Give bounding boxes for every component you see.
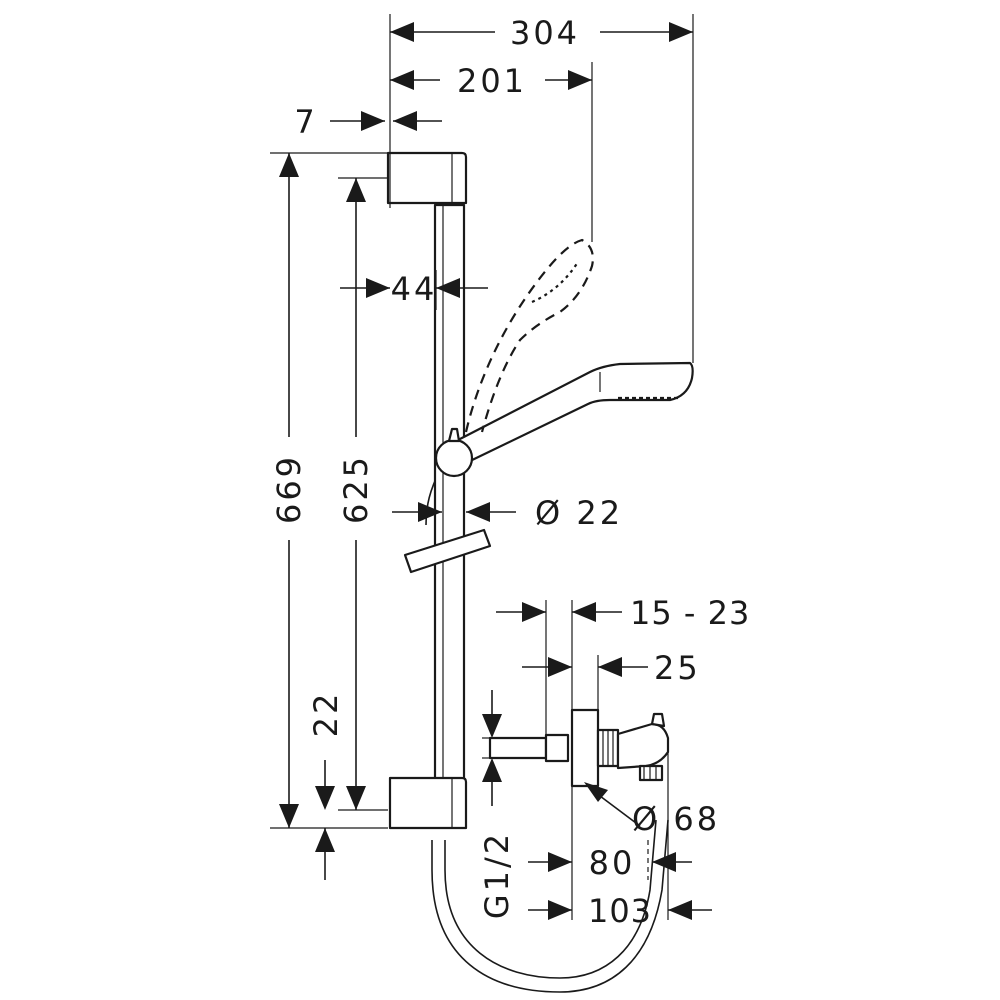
elbow-body (616, 722, 670, 770)
dim-thread-g12: G1/2 (478, 831, 516, 919)
outlet-rosette (570, 708, 600, 788)
shower-hose (431, 819, 669, 993)
wall-outlet-elbow (488, 708, 670, 800)
hose-holder-clip (403, 528, 492, 574)
dim-15-23: 15 - 23 (630, 594, 750, 632)
dim-rosette-diameter: Ø 68 (632, 800, 720, 838)
dimension-labels: 304 201 7 44 669 625 22 Ø 22 15 - 23 25 … (270, 14, 750, 930)
bottom-bracket (388, 776, 468, 830)
dim-80: 80 (589, 844, 636, 882)
dim-25: 25 (654, 649, 701, 687)
shower-rail-assembly (386, 151, 694, 993)
dim-669: 669 (270, 454, 308, 524)
handshower-tilted-dashed (464, 238, 594, 433)
dim-304: 304 (510, 14, 580, 52)
dim-22-bottom: 22 (307, 691, 345, 738)
handshower (456, 361, 694, 464)
dim-625: 625 (337, 454, 375, 524)
dim-201: 201 (457, 62, 527, 100)
dimension-lines (270, 14, 712, 920)
outlet-pipe (488, 736, 548, 760)
rail-tube (433, 203, 466, 782)
slider-knob (434, 438, 474, 478)
dim-rail-diameter: Ø 22 (535, 494, 623, 532)
top-bracket (386, 151, 468, 205)
dim-44: 44 (391, 270, 438, 308)
dim-7: 7 (294, 103, 317, 141)
dim-103: 103 (588, 892, 652, 930)
